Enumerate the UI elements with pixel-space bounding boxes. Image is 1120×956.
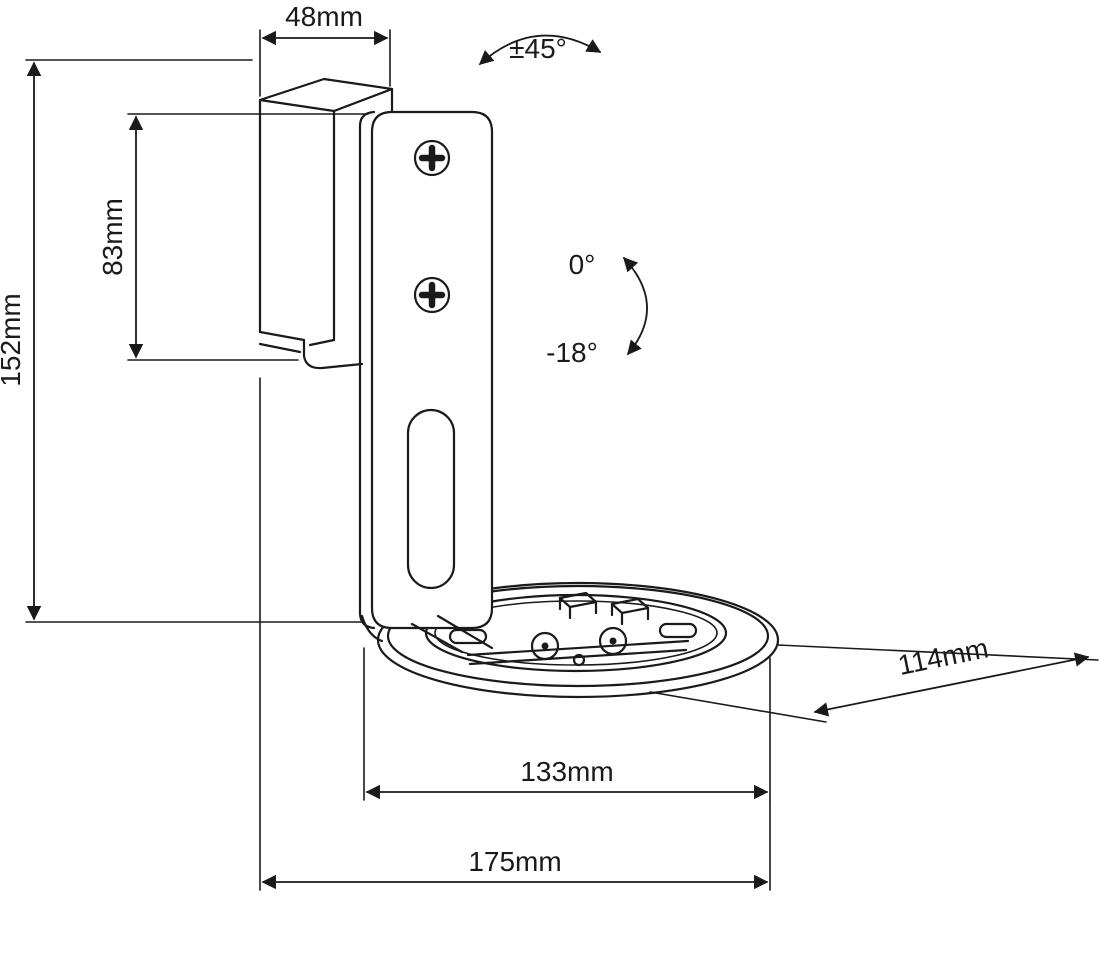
label-114mm: 114mm (895, 632, 991, 681)
dish-post-right (610, 597, 650, 626)
label-83mm: 83mm (97, 198, 128, 276)
dish-center-hole (572, 653, 586, 667)
label-152mm: 152mm (0, 293, 26, 386)
label-48mm: 48mm (285, 1, 363, 32)
speaker-dish (376, 581, 780, 699)
screw-top (413, 139, 451, 177)
mounting-plate (358, 110, 494, 630)
dimension-152mm: 152mm (0, 59, 365, 623)
dish-slot-left (448, 628, 488, 645)
label-133mm: 133mm (520, 756, 613, 787)
label-swivel-angle: ±45° (509, 33, 567, 64)
label-175mm: 175mm (468, 846, 561, 877)
screw-bottom (413, 276, 451, 314)
label-tilt-min: -18° (546, 337, 598, 368)
label-tilt-max: 0° (569, 249, 596, 280)
wall-clamp (258, 77, 394, 370)
dimension-175mm: 175mm (259, 377, 771, 891)
dimension-48mm: 48mm (259, 1, 391, 97)
adjustment-slot (406, 408, 456, 590)
hinge-arm (360, 614, 494, 654)
dish-post-left (558, 591, 598, 620)
dish-slot-right (658, 622, 698, 639)
angle-tilt: 0° -18° (546, 249, 648, 368)
angle-swivel: ±45° (478, 33, 602, 65)
dimension-83mm: 83mm (97, 113, 369, 361)
dimension-133mm: 133mm (363, 647, 771, 801)
